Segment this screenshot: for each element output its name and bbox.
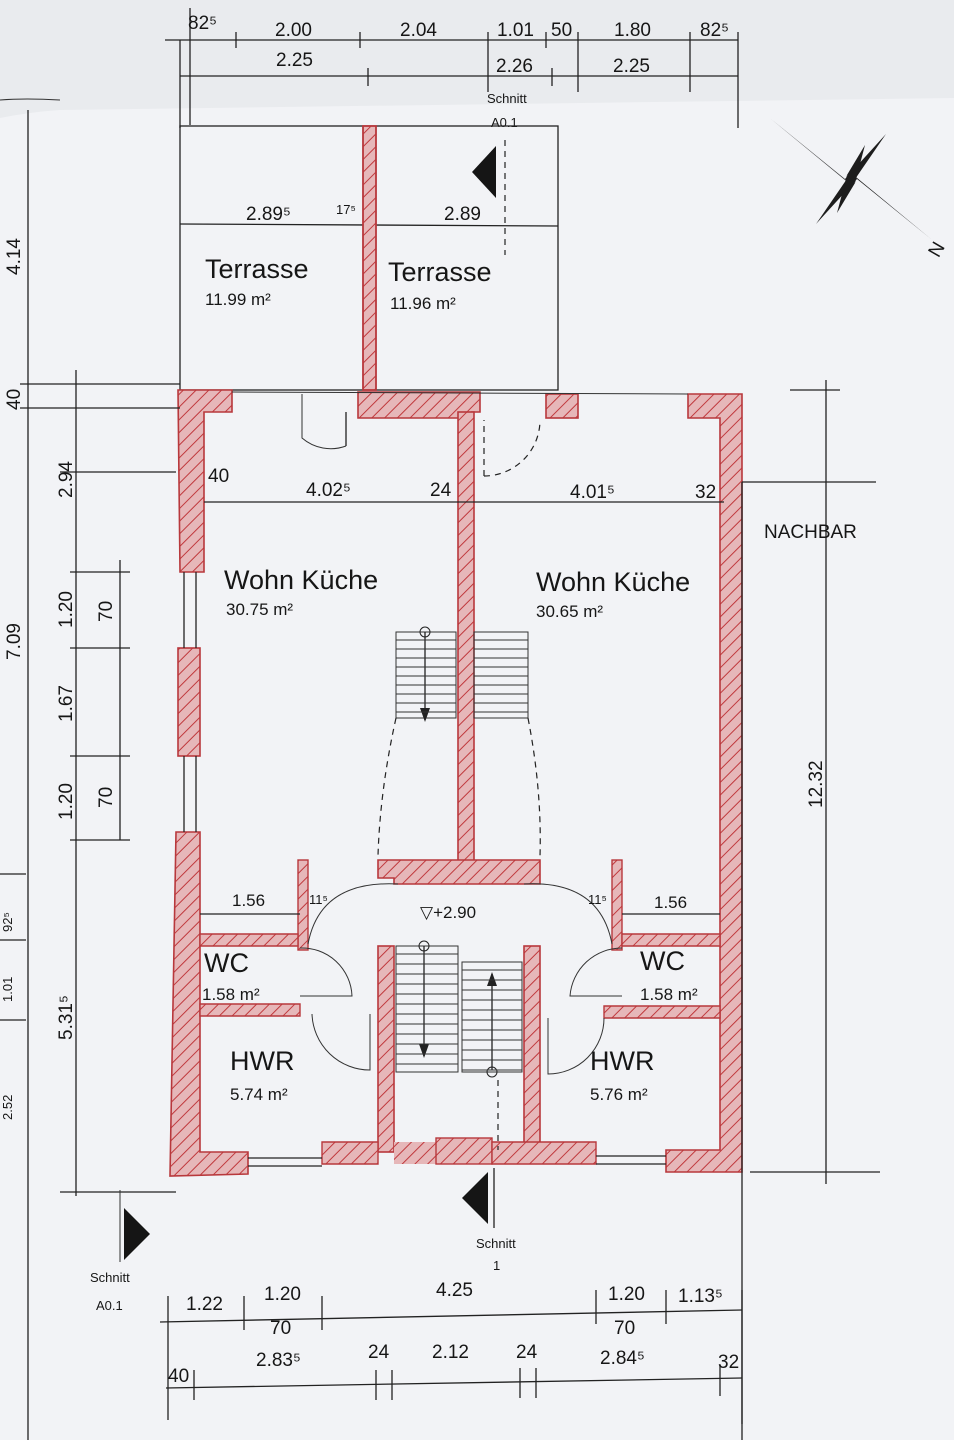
dim-living-left: 4.02⁵ [306,480,351,501]
hwr-left-area: 5.74 m² [230,1085,288,1104]
living-right-name: Wohn Küche [536,567,690,597]
dim-bottom-row2-4: 2.12 [432,1342,469,1363]
dim-bottom-row2-1: 40 [168,1366,189,1387]
section-top-code: A0.1 [491,115,518,130]
dim-left-fragment-1: 92⁵ [0,912,15,932]
terrace-area: 2.89⁵ 17⁵ 2.89 Terrasse 11.99 m² Terrass… [179,125,559,391]
dim-bottom-sub-1: 70 [270,1318,291,1339]
dim-left-window-1: 70 [96,601,117,622]
dim-bottom-row2-5: 24 [516,1342,538,1363]
dim-left-fragment-3: 2.52 [0,1095,15,1120]
dim-left-outer-1: 4.14 [4,238,25,275]
top-dimension-chain: 82⁵ 2.00 2.04 1.01 50 1.80 82⁵ 2.25 2.26… [165,8,739,128]
section-bottom-label: Schnitt [476,1236,516,1251]
living-left-name: Wohn Küche [224,565,378,595]
section-top-label: Schnitt [487,91,527,106]
dim-wc-right: 1.56 [654,893,687,912]
dim-terrace-left: 2.89⁵ [246,204,291,225]
hwr-right-name: HWR [590,1046,654,1076]
dim-wc-right-wall: 11⁵ [588,892,607,907]
dim-bottom-5: 1.13⁵ [678,1286,723,1307]
dim-bottom-4: 1.20 [608,1284,645,1305]
living-right-area: 30.65 m² [536,602,603,621]
section-arrow-left-icon [124,1208,150,1260]
neighbor-label: NACHBAR [764,522,857,543]
dim-left-outer-3: 5.31⁵ [56,995,77,1040]
dim-bottom-3: 4.25 [436,1280,473,1301]
dim-top-row2-2: 2.26 [496,56,533,77]
wc-right-name: WC [640,946,685,976]
dim-wc-left: 1.56 [232,891,265,910]
terrace-right-area: 11.96 m² [390,294,456,313]
inner-dimensions: 40 4.02⁵ 24 4.01⁵ 32 1.56 11⁵ 11⁵ 1.56 ▽… [200,466,724,922]
dim-terrace-gap: 17⁵ [336,202,356,217]
dim-top-5: 50 [551,20,572,41]
dim-wall-right: 32 [695,482,716,503]
dim-top-row2-3: 2.25 [613,56,650,77]
section-bottom-number: 1 [493,1258,500,1273]
wc-right-area: 1.58 m² [640,985,698,1004]
dim-left-inner-2: 2.94 [56,461,77,498]
dim-top-1: 82⁵ [188,13,217,34]
dim-left-inner-5: 1.20 [56,783,77,820]
dim-bottom-1: 1.22 [186,1294,223,1315]
dim-top-7: 82⁵ [700,20,729,41]
dim-left-outer-2: 7.09 [4,623,25,660]
wc-left-name: WC [204,948,249,978]
staircase [377,626,541,1150]
dim-left-inner-1: 40 [4,389,25,410]
section-marker-top: Schnitt A0.1 [472,91,527,255]
dim-top-6: 1.80 [614,20,651,41]
dim-left-fragment-2: 1.01 [0,977,15,1002]
right-dimension: NACHBAR 12.32 [741,380,880,1440]
section-arrow-bottom-icon [462,1172,488,1224]
hwr-right-area: 5.76 m² [590,1085,648,1104]
terrace-left-area: 11.99 m² [205,290,271,309]
level-marker: ▽+2.90 [420,903,476,922]
dim-wc-left-wall: 11⁵ [309,892,328,907]
wc-left-area: 1.58 m² [202,985,260,1004]
section-left-label: Schnitt [90,1270,130,1285]
dim-top-row2-1: 2.25 [276,50,313,71]
dim-top-3: 2.04 [400,20,437,41]
dim-left-inner-3: 1.20 [56,591,77,628]
section-arrow-top-icon [472,146,496,198]
hwr-left-name: HWR [230,1046,294,1076]
bottom-dimension-chains: 1.22 1.20 4.25 1.20 1.13⁵ 70 70 40 2.83⁵… [159,1280,743,1424]
left-dimension-chains: 4.14 7.09 5.31⁵ 40 2.94 1.20 1.67 1.20 7… [0,110,180,1440]
section-left-code: A0.1 [96,1298,123,1313]
terrace-left-name: Terrasse [205,254,309,284]
room-labels: Wohn Küche 30.75 m² Wohn Küche 30.65 m² … [202,565,698,1104]
dim-left-inner-4: 1.67 [56,685,77,722]
dim-bottom-sub-2: 70 [614,1318,635,1339]
dim-bottom-row2-3: 24 [368,1342,390,1363]
stair-treads [396,639,528,1071]
dim-living-right: 4.01⁵ [570,482,615,503]
dim-wall-mid: 24 [430,480,452,501]
dim-top-4: 1.01 [497,20,534,41]
door-swings [299,394,623,1075]
dim-terrace-right: 2.89 [444,204,481,225]
dim-left-window-2: 70 [96,787,117,808]
living-left-area: 30.75 m² [226,600,293,619]
dim-top-2: 2.00 [275,20,312,41]
dim-depth: 12.32 [806,760,827,808]
dim-bottom-row2-6: 2.84⁵ [600,1348,645,1369]
section-marker-bottom: Schnitt 1 [462,1168,516,1273]
section-marker-left: Schnitt A0.1 [90,1190,150,1313]
dim-bottom-row2-7: 32 [718,1352,739,1373]
building-walls [169,389,743,1177]
terrace-right-name: Terrasse [388,257,492,287]
dim-bottom-row2-2: 2.83⁵ [256,1350,301,1371]
dim-wall-left: 40 [208,466,229,487]
dim-bottom-2: 1.20 [264,1284,301,1305]
